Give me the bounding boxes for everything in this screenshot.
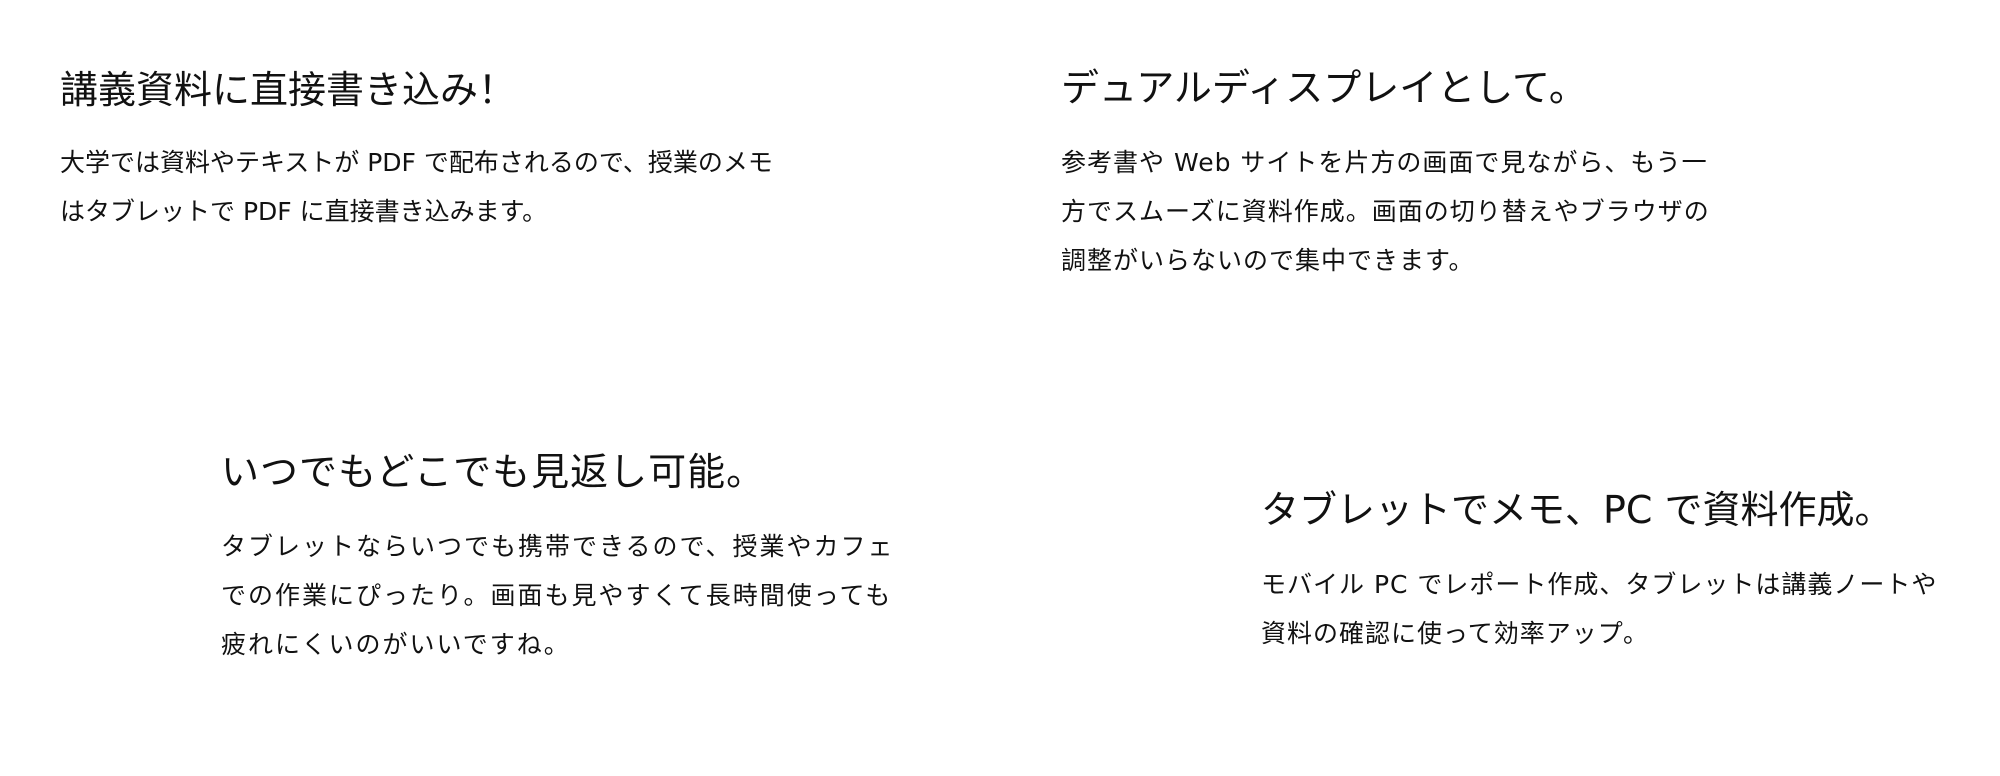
feature-title: デュアルディスプレイとして。: [1061, 66, 1587, 110]
feature-description: モバイル PC でレポート作成、タブレットは講義ノートや資料の確認に使って効率ア…: [1261, 570, 1938, 648]
feature-description: タブレットならいつでも携帯できるので、授業やカフェでの作業にぴったり。画面も見や…: [221, 532, 895, 659]
feature-title: タブレットでメモ、PC で資料作成。: [1261, 488, 1893, 532]
feature-title: 講義資料に直接書き込み！: [60, 68, 517, 112]
feature-anytime-review: いつでもどこでも見返し可能。 タブレットならいつでも携帯できるので、授業やカフェ…: [221, 446, 911, 669]
feature-dual-display: デュアルディスプレイとして。 参考書や Web サイトを片方の画面で見ながら、も…: [1061, 62, 1726, 285]
feature-title: いつでもどこでも見返し可能。: [221, 450, 766, 494]
feature-direct-annotation: 講義資料に直接書き込み！ 大学では資料やテキストが PDF で配布されるので、授…: [60, 64, 785, 236]
feature-description: 参考書や Web サイトを片方の画面で見ながら、もう一方でスムーズに資料作成。画…: [1061, 148, 1710, 275]
feature-tablet-and-pc: タブレットでメモ、PC で資料作成。 モバイル PC でレポート作成、タブレット…: [1261, 484, 1951, 658]
feature-description: 大学では資料やテキストが PDF で配布されるので、授業のメモはタブレットで P…: [60, 148, 773, 226]
